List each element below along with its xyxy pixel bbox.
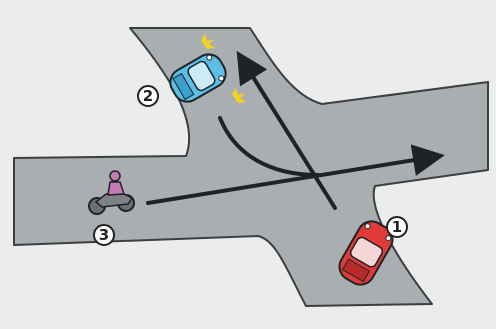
badge-2-label: 2 [143,87,153,105]
badge-1-label: 1 [392,218,402,236]
badge-2: 2 [138,86,158,106]
badge-1: 1 [387,217,407,237]
badge-3-label: 3 [99,226,109,244]
badge-3: 3 [94,225,114,245]
